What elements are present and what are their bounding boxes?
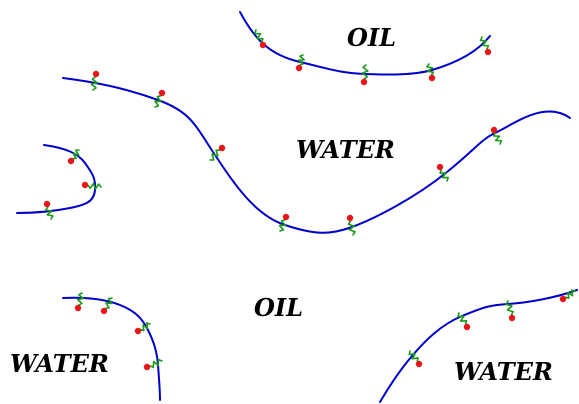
surfactant-head xyxy=(100,307,108,315)
surfactant-molecule-icon xyxy=(209,144,226,161)
surfactant-tail xyxy=(76,292,84,306)
surfactant-tail xyxy=(505,300,514,316)
surfactant-molecule-icon xyxy=(154,89,166,108)
surfactant-head xyxy=(428,74,436,82)
surfactant-tail xyxy=(90,76,98,91)
surfactant-head xyxy=(360,78,368,86)
surfactant-molecule-icon xyxy=(360,64,369,86)
surfactant-tail xyxy=(254,29,264,44)
surfactant-molecule-icon xyxy=(74,292,84,312)
surfactant-tail xyxy=(426,63,435,76)
surfactant-tail xyxy=(439,168,449,182)
surfactant-head xyxy=(134,327,142,335)
surfactant-molecule-icon xyxy=(81,181,102,190)
surfactant-head xyxy=(282,213,290,221)
label-water-lower-right: WATER xyxy=(454,357,553,386)
surfactant-molecule-icon xyxy=(505,300,516,322)
surfactant-tail xyxy=(564,289,576,299)
surfactant-head xyxy=(143,363,151,371)
surfactant-tail xyxy=(87,182,102,190)
surfactant-tail xyxy=(408,350,419,363)
interfaces xyxy=(16,11,578,403)
surfactant-molecule-icon xyxy=(143,358,163,371)
surfactant-tail xyxy=(493,132,503,145)
label-water-upper: WATER xyxy=(296,135,395,164)
surfactant-molecule-icon xyxy=(295,54,305,72)
surfactant-head xyxy=(508,314,516,322)
surfactant-tail xyxy=(347,220,356,236)
surfactant-head xyxy=(81,181,89,189)
label-oil-top: OIL xyxy=(347,23,396,52)
surfactant-molecule-icon xyxy=(100,297,113,315)
surfactant-head xyxy=(218,144,226,152)
surfactant-head xyxy=(490,126,498,134)
surfactant-molecule-icon xyxy=(43,200,54,220)
region-labels: OIL WATER OIL WATER WATER xyxy=(10,23,553,386)
surfactant-molecules xyxy=(43,29,576,371)
surfactant-tail xyxy=(479,36,490,50)
interface-bottom-left xyxy=(62,296,161,401)
surfactant-molecule-icon xyxy=(559,289,576,303)
surfactant-tail xyxy=(361,64,369,80)
surfactant-tail xyxy=(209,149,221,161)
surfactant-head xyxy=(346,214,354,222)
surfactant-tail xyxy=(154,94,162,108)
surfactant-head xyxy=(463,323,471,331)
surfactant-molecule-icon xyxy=(426,63,436,82)
surfactant-head xyxy=(295,64,303,72)
surfactant-head xyxy=(43,200,51,208)
surfactant-molecule-icon xyxy=(457,312,471,331)
surfactant-head xyxy=(415,360,423,368)
surfactant-molecule-icon xyxy=(436,163,449,182)
surfactant-head xyxy=(484,48,492,56)
surfactant-tail xyxy=(139,322,151,332)
surfactant-head xyxy=(158,89,166,97)
surfactant-tail xyxy=(278,219,287,232)
surfactant-tail xyxy=(149,358,163,369)
surfactant-head xyxy=(92,70,100,78)
surfactant-molecule-icon xyxy=(90,70,100,91)
surfactant-head xyxy=(559,295,567,303)
surfactant-head xyxy=(74,304,82,312)
surfactant-tail xyxy=(457,312,468,326)
surfactant-molecule-icon xyxy=(254,29,267,49)
surfactant-molecule-icon xyxy=(408,350,423,368)
surfactant-tail xyxy=(297,54,305,66)
label-oil-middle: OIL xyxy=(254,293,303,322)
surfactant-molecule-icon xyxy=(490,126,503,145)
surfactant-head xyxy=(67,157,75,165)
label-water-lower-left: WATER xyxy=(10,349,109,378)
surfactant-tail xyxy=(45,206,54,220)
interface-main xyxy=(62,77,571,234)
surfactant-molecule-icon xyxy=(346,214,356,236)
surfactant-molecule-icon xyxy=(479,36,492,56)
surfactant-molecule-icon xyxy=(67,149,80,165)
surfactant-tail xyxy=(104,297,113,310)
surfactant-head xyxy=(436,163,444,171)
surfactant-head xyxy=(259,41,267,49)
interface-left xyxy=(16,144,97,214)
surfactant-molecule-icon xyxy=(278,213,290,232)
surfactant-tail xyxy=(72,149,80,160)
surfactant-molecule-icon xyxy=(134,322,151,335)
